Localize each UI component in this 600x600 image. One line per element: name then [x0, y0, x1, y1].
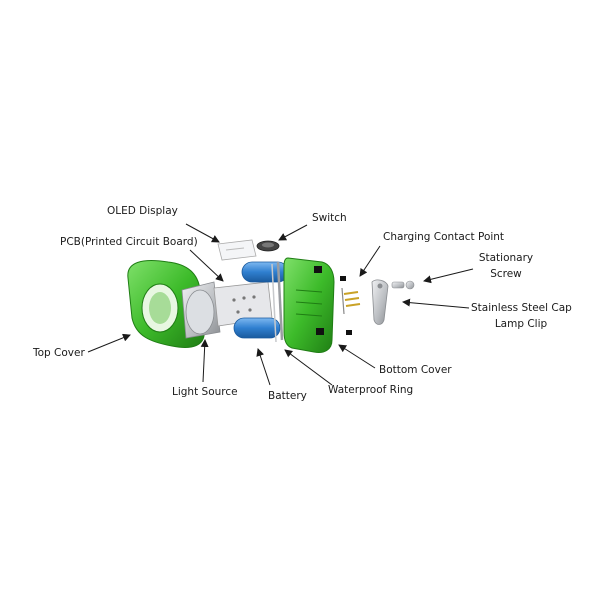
arrow-top-cover — [87, 333, 131, 353]
waterproof-ring-part — [271, 261, 284, 343]
battery-part — [233, 261, 289, 339]
label-battery: Battery — [268, 390, 307, 402]
bottom-cover-part — [283, 257, 335, 353]
label-stainless-clip: Stainless Steel Cap Lamp Clip — [471, 302, 572, 331]
label-stationary-screw-line1: Stationary — [478, 252, 534, 264]
charging-contact-part — [340, 276, 361, 335]
arrow-lamp-clip — [402, 298, 470, 309]
pcb-part — [213, 281, 273, 327]
arrow-charging-contact — [359, 245, 381, 277]
switch-part — [256, 240, 280, 252]
label-stainless-clip-line2: Lamp Clip — [494, 318, 548, 330]
arrow-bottom-cover — [338, 344, 376, 369]
lamp-clip-part — [371, 279, 389, 325]
label-stationary-screw-line2: Screw — [490, 268, 522, 280]
label-charging-contact-point: Charging Contact Point — [383, 231, 505, 243]
light-source-part — [181, 281, 221, 339]
label-stainless-clip-line1: Stainless Steel Cap — [471, 302, 572, 314]
arrow-waterproof-ring — [284, 349, 333, 386]
label-top-cover: Top Cover — [33, 347, 85, 359]
arrow-stationary-screw — [423, 268, 474, 284]
stationary-screw-part — [391, 280, 415, 290]
arrow-oled-display — [185, 223, 220, 243]
label-bottom-cover: Bottom Cover — [379, 364, 452, 376]
arrow-pcb — [189, 249, 224, 282]
label-light-source: Light Source — [172, 386, 238, 398]
label-pcb: PCB(Printed Circuit Board) — [60, 236, 198, 248]
arrow-switch — [278, 224, 308, 241]
label-stationary-screw: Stationary Screw — [470, 252, 542, 281]
arrow-battery — [256, 348, 271, 386]
label-switch: Switch — [312, 212, 347, 224]
callout-arrows — [87, 223, 474, 386]
oled-display-part — [217, 239, 257, 261]
label-waterproof-ring: Waterproof Ring — [328, 384, 414, 396]
label-oled-display: OLED Display — [107, 205, 178, 217]
arrow-light-source — [200, 339, 209, 383]
